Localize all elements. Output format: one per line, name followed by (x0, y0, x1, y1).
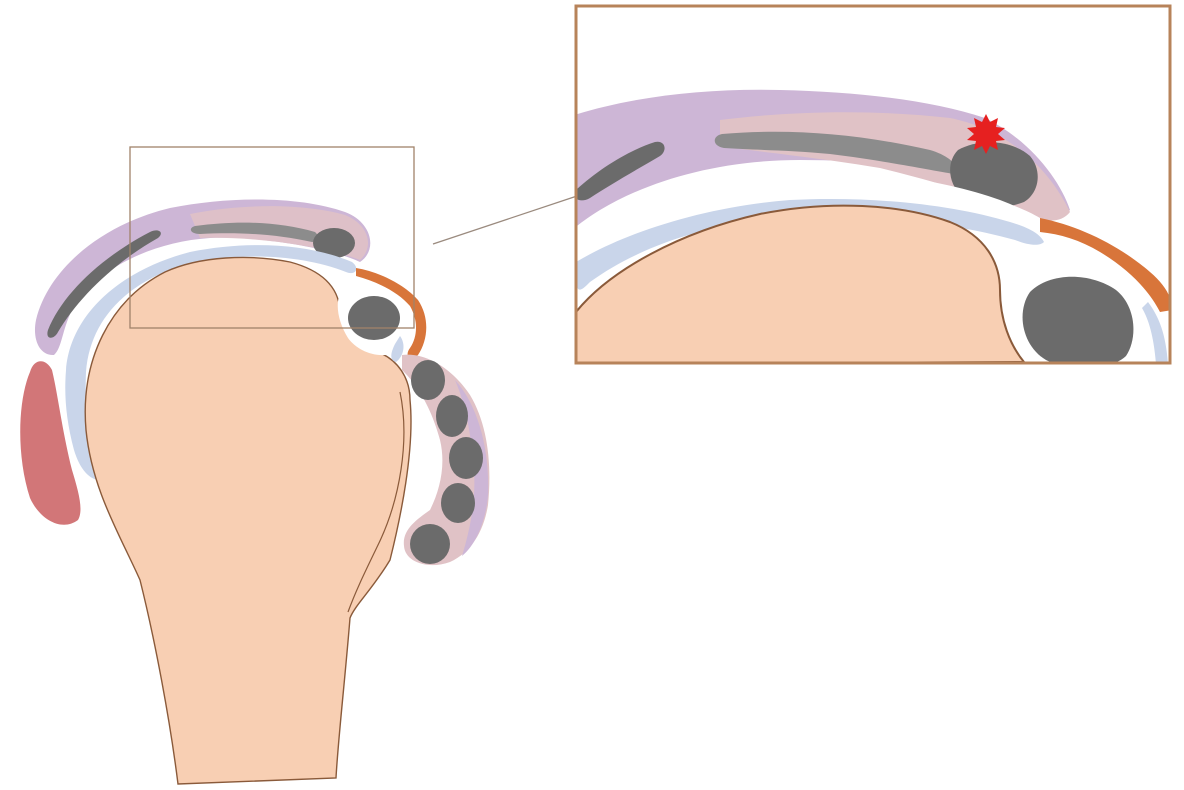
zoom-connector-line (433, 196, 577, 244)
biceps-tendon-section (348, 296, 400, 340)
shoulder-cross-section (20, 147, 489, 784)
tendon-section (441, 483, 475, 523)
tendon-section (410, 524, 450, 564)
magnified-inset (560, 6, 1172, 368)
tendon-section (449, 437, 483, 479)
tendon-section (436, 395, 468, 437)
tendon-section (411, 360, 445, 400)
